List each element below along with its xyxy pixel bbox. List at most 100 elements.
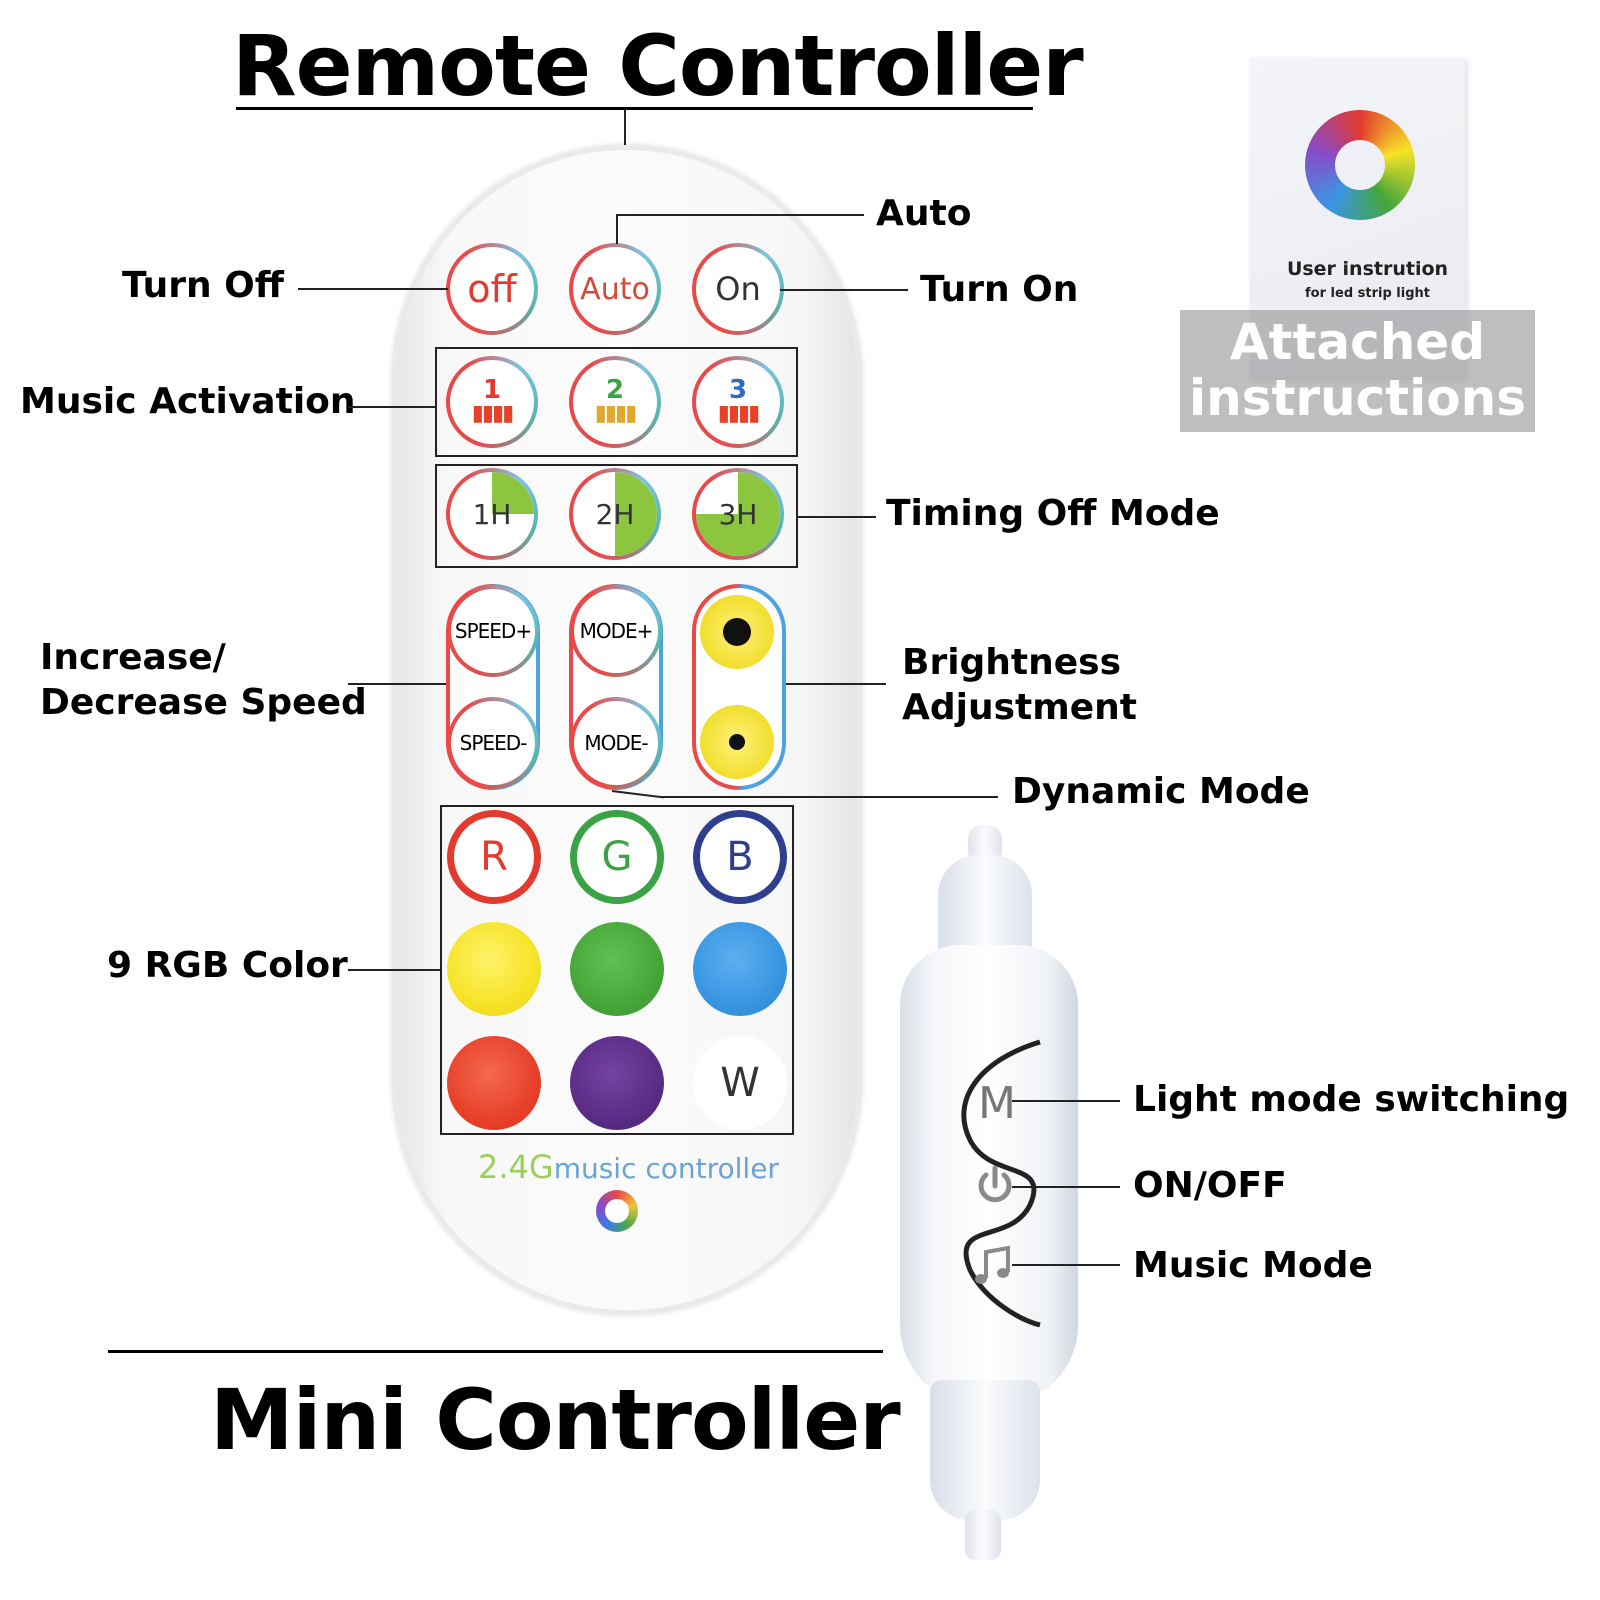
label-timing-off-mode: Timing Off Mode [886, 493, 1220, 534]
label-brightness-line1: Brightness [902, 642, 1122, 683]
off-button[interactable]: off [446, 243, 538, 335]
blue-button[interactable]: B [693, 810, 787, 904]
timer-1h-fill [450, 472, 534, 556]
white-button[interactable]: W [693, 1036, 787, 1130]
timer-2h-fill [573, 472, 657, 556]
music-3-number: 3 [728, 375, 748, 405]
banner-line2: instructions [1188, 369, 1527, 427]
label-music-mode: Music Mode [1133, 1245, 1373, 1286]
music-3-button[interactable]: 3 ▮▮▮▮ [692, 356, 784, 448]
speed-plus-label: SPEED+ [454, 619, 532, 643]
leader-music-activation [348, 406, 435, 408]
yellow-button[interactable] [447, 922, 541, 1016]
mini-m-button[interactable]: M [972, 1077, 1022, 1129]
white-button-label: W [720, 1060, 760, 1106]
manual-title: User instrution [1286, 258, 1449, 280]
auto-button[interactable]: Auto [569, 243, 661, 335]
leader-brightness [786, 683, 886, 685]
label-light-mode-switching: Light mode switching [1133, 1079, 1570, 1120]
remote-brand-text: 2.4Gmusic controller [478, 1148, 779, 1186]
red-button[interactable]: R [447, 810, 541, 904]
brand-logo-icon [596, 1190, 638, 1232]
music-activation-box [435, 347, 798, 457]
attached-instructions-banner: Attached instructions [1180, 310, 1535, 432]
leader-auto-h [616, 214, 864, 216]
timer-3h-fill [696, 472, 780, 556]
timer-3h-label: 3H [718, 497, 758, 531]
speed-minus-label: SPEED- [459, 731, 528, 755]
purple-button[interactable] [570, 1036, 664, 1130]
timer-3h-button[interactable]: 3H [692, 468, 784, 560]
sun-small-icon [729, 734, 745, 750]
blue-button-label: B [726, 834, 754, 880]
remote-title-connector [624, 110, 626, 170]
on-button-label: On [715, 270, 761, 308]
leader-auto-v [616, 214, 618, 244]
leader-music-mode [1012, 1264, 1120, 1266]
power-icon [978, 1165, 1012, 1203]
mode-plus-button[interactable]: MODE+ [570, 585, 662, 677]
mini-controller-title: Mini Controller [210, 1371, 901, 1469]
rgb-color-box [440, 805, 794, 1135]
label-speed-line2: Decrease Speed [40, 682, 367, 723]
led-reel-icon [1305, 110, 1415, 220]
mini-power-button[interactable] [972, 1162, 1018, 1208]
mode-plus-label: MODE+ [579, 619, 654, 643]
leader-on-off [1012, 1186, 1120, 1188]
leader-light-mode [1012, 1100, 1120, 1102]
mini-m-label: M [978, 1077, 1016, 1129]
on-button[interactable]: On [692, 243, 784, 335]
label-auto: Auto [876, 193, 972, 234]
orange-red-button[interactable] [447, 1036, 541, 1130]
brand-music-controller: music controller [553, 1152, 779, 1185]
equalizer-icon: ▮▮▮▮ [594, 401, 637, 426]
mini-controller-body [900, 945, 1078, 1405]
label-turn-on: Turn On [920, 269, 1079, 310]
music-2-number: 2 [605, 375, 625, 405]
remote-title-underline [236, 107, 1033, 110]
equalizer-icon: ▮▮▮▮ [471, 401, 514, 426]
auto-button-label: Auto [580, 271, 650, 307]
sun-large-icon [723, 618, 751, 646]
equalizer-icon: ▮▮▮▮ [717, 401, 760, 426]
mid-green-button[interactable] [570, 922, 664, 1016]
mini-cable-bottom [965, 1510, 1001, 1560]
timing-off-box [435, 464, 798, 568]
brightness-down-button[interactable] [700, 705, 774, 779]
label-on-off: ON/OFF [1133, 1165, 1287, 1206]
off-button-label: off [467, 267, 517, 311]
banner-line1: Attached [1229, 313, 1486, 371]
leader-turn-off [298, 288, 448, 290]
label-rgb-color: 9 RGB Color [107, 945, 348, 986]
label-turn-off: Turn Off [122, 265, 284, 306]
brand-24g: 2.4G [478, 1148, 554, 1186]
manual-subtitle: for led strip light [1305, 286, 1430, 301]
speed-plus-button[interactable]: SPEED+ [447, 585, 539, 677]
timer-2h-button[interactable]: 2H [569, 468, 661, 560]
music-1-number: 1 [482, 375, 502, 405]
leader-timing-off-mode [798, 516, 876, 518]
label-dynamic-mode: Dynamic Mode [1012, 771, 1310, 812]
timer-1h-button[interactable]: 1H [446, 468, 538, 560]
brightness-up-button[interactable] [700, 595, 774, 669]
leader-speed [348, 683, 446, 685]
leader-rgb-color [348, 969, 440, 971]
timer-2h-label: 2H [595, 497, 635, 531]
mode-minus-button[interactable]: MODE- [570, 697, 662, 789]
label-brightness-line2: Adjustment [902, 687, 1138, 728]
label-music-activation: Music Activation [20, 381, 356, 422]
music-1-button[interactable]: 1 ▮▮▮▮ [446, 356, 538, 448]
mini-music-button[interactable] [970, 1242, 1018, 1290]
timer-1h-label: 1H [472, 497, 512, 531]
music-2-button[interactable]: 2 ▮▮▮▮ [569, 356, 661, 448]
leader-turn-on [780, 289, 908, 291]
speed-minus-button[interactable]: SPEED- [447, 697, 539, 789]
green-button[interactable]: G [570, 810, 664, 904]
green-button-label: G [601, 834, 633, 880]
mini-neck-bottom [930, 1380, 1040, 1520]
leader-dynamic-mode [662, 796, 998, 798]
red-button-label: R [480, 834, 508, 880]
sky-blue-button[interactable] [693, 922, 787, 1016]
remote-controller-title: Remote Controller [232, 17, 1084, 115]
music-note-icon [975, 1245, 1010, 1284]
